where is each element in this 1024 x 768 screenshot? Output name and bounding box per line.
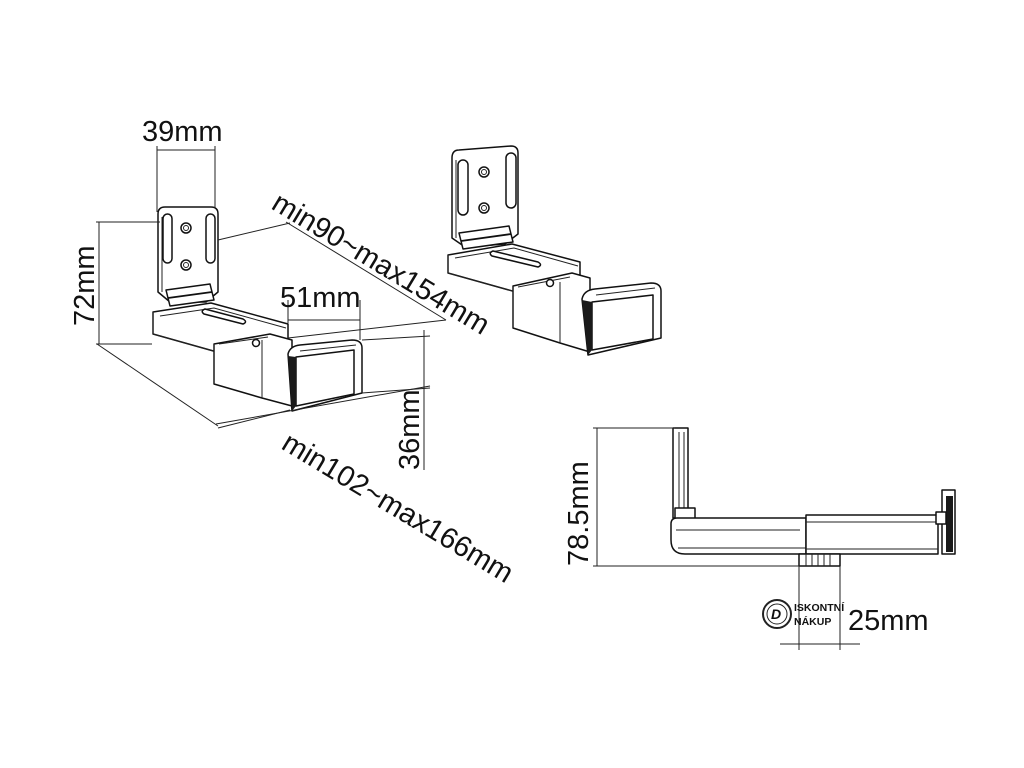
dimension-side-height: 78.5mm bbox=[563, 461, 595, 566]
logo-line-1: ISKONTNÍ bbox=[794, 601, 845, 614]
right-bracket bbox=[447, 145, 662, 356]
dimension-end-cap-width: 51mm bbox=[280, 282, 361, 314]
side-view-bracket bbox=[593, 427, 956, 650]
dimension-height-left: 72mm bbox=[69, 245, 101, 326]
discount-shop-logo: D ISKONTNÍ NÁKUP bbox=[762, 599, 845, 629]
logo-badge-letter: D bbox=[771, 606, 781, 622]
dimension-column-width: 25mm bbox=[848, 605, 929, 637]
dimension-width-top: 39mm bbox=[142, 116, 223, 148]
dimension-end-cap-height: 36mm bbox=[394, 389, 426, 470]
dimension-lines-left bbox=[96, 146, 447, 470]
left-bracket bbox=[96, 146, 447, 470]
logo-line-2: NÁKUP bbox=[794, 615, 831, 628]
